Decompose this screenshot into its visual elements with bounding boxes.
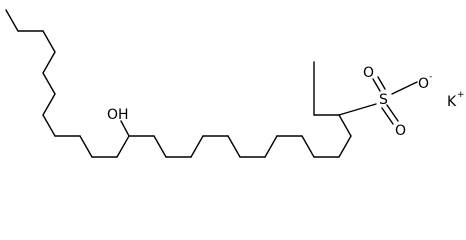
bond <box>42 93 56 116</box>
bond <box>5 9 19 32</box>
anion-charge: - <box>429 72 432 82</box>
bond <box>338 114 352 137</box>
bond <box>301 135 315 158</box>
bond <box>153 135 167 158</box>
cation-charge: + <box>457 90 465 100</box>
bond-s-o-top-a <box>372 78 381 92</box>
bond-s-o-top-b <box>377 76 386 90</box>
sulfur-label: S <box>379 92 388 108</box>
carbon-chain-left <box>5 9 130 158</box>
bond-c-oh <box>120 120 130 137</box>
bond <box>42 51 56 74</box>
bond <box>79 135 93 158</box>
bond-c-s <box>338 103 377 116</box>
bond <box>116 135 130 158</box>
bond <box>42 72 56 95</box>
oxygen-bottom-label: O <box>395 123 406 139</box>
oxygen-top-label: O <box>363 65 374 81</box>
sulfonate-bonds <box>372 76 418 125</box>
hydroxyl-label: OH <box>107 107 129 123</box>
structure-svg: OH S O O O - K + <box>5 9 465 158</box>
bond <box>42 114 56 137</box>
oxygen-anion-label: O <box>418 76 429 92</box>
bond-s-o-bottom-b <box>386 104 399 122</box>
bond <box>42 30 56 53</box>
carbon-chain-middle <box>128 114 352 158</box>
bond-s-o-bottom-a <box>381 107 394 125</box>
bond <box>264 135 278 158</box>
cation-label: K <box>447 94 457 110</box>
molecule-diagram: OH S O O O - K + <box>5 9 465 158</box>
bond-s-o-anion <box>391 81 418 95</box>
bond <box>227 135 241 158</box>
ethyl-branch <box>313 61 340 116</box>
bond <box>190 135 204 158</box>
bond <box>338 135 352 158</box>
